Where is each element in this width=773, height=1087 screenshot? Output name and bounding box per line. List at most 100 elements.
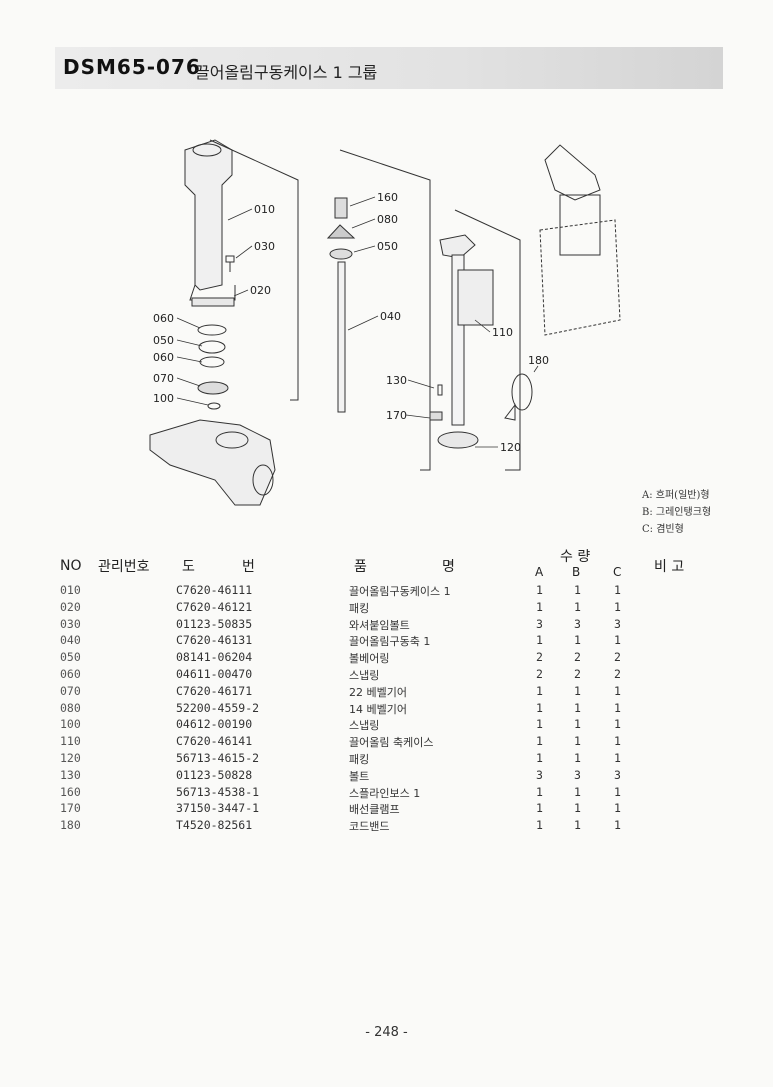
legend-item: C: 겸빈형 [642, 524, 684, 535]
callout-label: 020 [250, 284, 271, 297]
page-number: - 248 - [365, 1025, 408, 1040]
drive-case-illustration [149, 139, 299, 506]
part-number: 04611-00470 [176, 667, 253, 681]
part-name: 스플라인보스 1 [349, 786, 421, 800]
qty-a: 1 [536, 734, 543, 749]
part-item-no: 060 [60, 667, 81, 681]
cord-band-illustration [504, 373, 533, 421]
qty-c: 3 [614, 767, 621, 782]
col-qty-c: C [613, 565, 622, 579]
callout-label: 030 [254, 240, 275, 253]
callout-label: 050 [377, 240, 398, 253]
callout-label: 060 [153, 312, 174, 325]
callout-label: 040 [380, 310, 401, 323]
qty-b: 1 [574, 700, 581, 715]
callout-label: 180 [528, 354, 549, 367]
part-name: 코드밴드 [349, 820, 390, 834]
part-item-no: 100 [60, 717, 81, 732]
part-item-no: 180 [60, 818, 81, 833]
part-name: 끌어올림 축케이스 [349, 736, 434, 750]
group-title: 끌어올림구동케이스 1 그룹 [195, 63, 378, 82]
part-number: 04612-00190 [176, 717, 253, 732]
callout-label: 110 [492, 326, 513, 339]
callout-label: 170 [386, 409, 407, 422]
qty-b: 1 [574, 717, 581, 732]
qty-c: 2 [614, 667, 621, 681]
part-number: 52200-4559-2 [176, 700, 260, 715]
qty-c: 1 [614, 717, 621, 732]
part-name: 배선클램프 [349, 803, 400, 817]
col-qty-b: B [572, 565, 581, 579]
qty-a: 3 [536, 767, 543, 782]
part-number: 08141-06204 [176, 650, 253, 665]
callout-label: 070 [153, 372, 174, 385]
part-number: T4520-82561 [176, 818, 253, 833]
qty-b: 1 [574, 818, 581, 833]
hopper-illustration [539, 144, 621, 336]
col-mgmt-no: 관리번호 [98, 559, 150, 575]
part-name: 끌어올림구동축 1 [349, 635, 431, 649]
part-name: 22 베벨기어 [349, 685, 407, 699]
qty-a: 2 [536, 650, 543, 665]
callout-label: 100 [153, 392, 174, 405]
qty-a: 1 [536, 801, 543, 816]
part-number: C7620-46171 [176, 683, 253, 698]
callout-label: 160 [377, 191, 398, 204]
part-item-no: 010 [60, 583, 81, 597]
qty-a: 3 [536, 616, 543, 631]
qty-c: 1 [614, 599, 621, 614]
qty-a: 1 [536, 784, 543, 799]
qty-c: 1 [614, 700, 621, 715]
qty-a: 1 [536, 717, 543, 732]
col-drawing-1: 도 [182, 559, 195, 575]
qty-a: 2 [536, 667, 543, 681]
qty-c: 1 [614, 683, 621, 698]
part-item-no: 020 [60, 599, 81, 614]
legend-item: B: 그레인탱크형 [642, 507, 712, 518]
part-item-no: 050 [60, 650, 81, 665]
page-header: DSM65-076 끌어올림구동케이스 1 그룹 [55, 47, 723, 89]
part-name: 스냅링 [349, 669, 380, 682]
col-remarks: 비 고 [654, 559, 685, 575]
qty-b: 1 [574, 633, 581, 648]
qty-c: 2 [614, 650, 621, 665]
qty-b: 2 [574, 650, 581, 665]
part-number: C7620-46111 [176, 583, 253, 597]
callout-label: 120 [500, 441, 521, 454]
part-item-no: 080 [60, 700, 81, 715]
col-qty-a: A [535, 565, 544, 579]
model-code: DSM65-076 [63, 55, 201, 79]
part-name: 패킹 [349, 753, 370, 766]
part-name: 볼트 [349, 769, 370, 783]
qty-b: 1 [574, 683, 581, 698]
callout-label: 010 [254, 203, 275, 216]
callout-label: 130 [386, 374, 407, 387]
qty-b: 1 [574, 784, 581, 799]
qty-a: 1 [536, 751, 543, 765]
legend-item: A: 흐퍼(일반)형 [642, 490, 710, 501]
part-name: 와셔붙임볼트 [349, 618, 410, 632]
shaft-illustration [326, 149, 431, 471]
callout-labels: 010 030 020 060 050 060 070 100 160 080 … [153, 191, 549, 454]
col-drawing-2: 번 [242, 559, 255, 575]
exploded-parts-diagram: 010 030 020 060 050 060 070 100 160 080 … [149, 139, 621, 506]
qty-c: 1 [614, 751, 621, 765]
part-number: C7620-46121 [176, 599, 253, 614]
qty-a: 1 [536, 818, 543, 833]
part-name: 14 베벨기어 [349, 702, 407, 716]
qty-b: 3 [574, 767, 581, 782]
qty-c: 1 [614, 801, 621, 816]
part-item-no: 130 [60, 767, 81, 782]
qty-b: 2 [574, 667, 581, 681]
qty-b: 1 [574, 751, 581, 765]
